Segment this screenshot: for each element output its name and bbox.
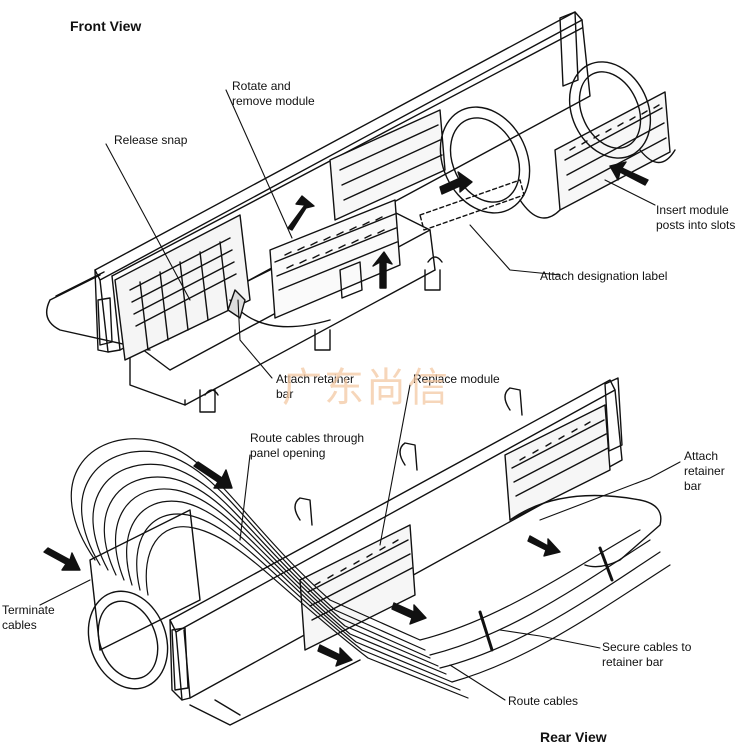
callout-attach-label: Attach designation label [540,269,668,283]
rear-view-arrows [43,461,561,667]
front-view-title: Front View [70,18,142,34]
front-view-arrows [287,161,649,289]
callout-rotate-remove: Rotate and remove module [232,79,315,108]
callout-insert-module: Insert module posts into slots [656,203,736,232]
callout-terminate: Terminate cables [2,603,55,632]
rear-right-module-posts [519,421,591,461]
callout-replace-module: Replace module [413,372,500,386]
right-module-posts [569,104,660,151]
callout-attach-retainer-front: Attach retainer bar [276,372,355,401]
front-view-leader-lines [105,89,656,379]
watermark-text: 广东尚信 [282,365,450,411]
front-view-panel [46,11,676,413]
rear-view-title: Rear View [540,729,607,745]
callout-route-cables: Route cables [508,694,579,708]
center-module-posts [284,216,385,269]
rear-view-panel [87,377,662,726]
rear-left-module-posts [314,539,399,586]
cable-bundle [70,438,671,699]
callout-release-snap: Release snap [114,133,188,147]
callout-route-through: Route cables through panel opening [250,431,365,460]
callout-attach-retainer-rear: Attach retainer bar [684,449,725,493]
callout-secure-cables: Secure cables to retainer bar [602,640,692,669]
rear-view-leader-lines [39,384,681,701]
